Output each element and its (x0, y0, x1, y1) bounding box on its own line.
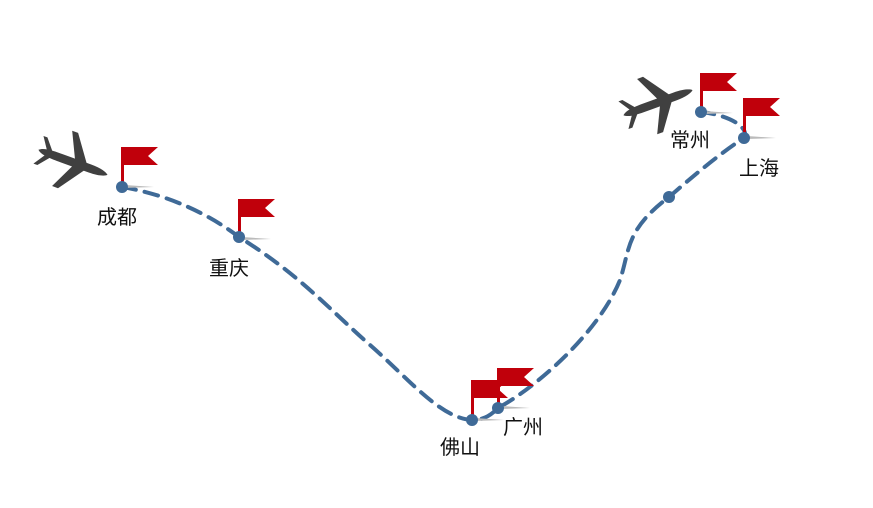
airplane-icon (618, 76, 693, 135)
city-label-shanghai: 上海 (739, 156, 779, 180)
city-dot-changzhou (695, 106, 707, 118)
city-label-chongqing: 重庆 (209, 256, 249, 280)
flag-icon (238, 199, 275, 240)
waypoint-dot (663, 191, 675, 203)
city-dot-guangzhou (492, 402, 504, 414)
city-dot-shanghai (738, 132, 750, 144)
city-label-foshan: 佛山 (440, 435, 480, 459)
city-label-chengdu: 成都 (97, 205, 137, 229)
city-dot-chengdu (116, 181, 128, 193)
airplane-icon (33, 130, 108, 189)
flag-icon (700, 73, 737, 114)
city-dot-foshan (466, 414, 478, 426)
route-line (120, 110, 748, 423)
flag-icon (121, 147, 158, 188)
flag-icon (497, 368, 534, 409)
city-dot-chongqing (233, 231, 245, 243)
flag-icon (743, 98, 780, 139)
city-label-changzhou: 常州 (670, 128, 710, 152)
city-label-guangzhou: 广州 (503, 415, 543, 439)
